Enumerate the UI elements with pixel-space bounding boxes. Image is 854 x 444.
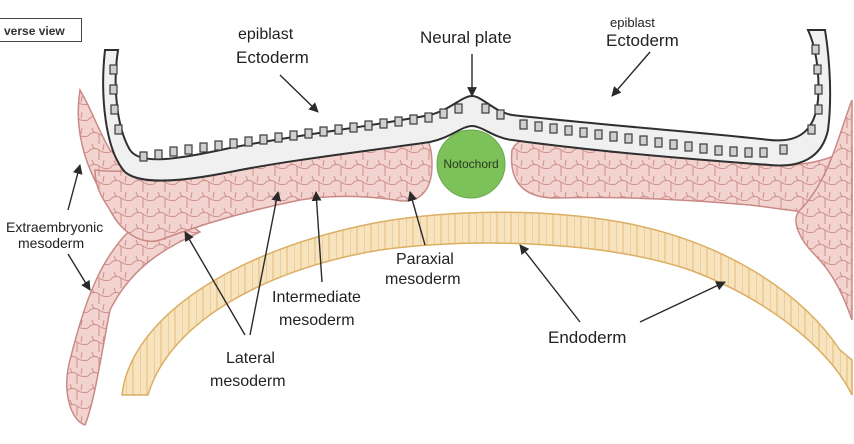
label-lateral-line2: mesoderm bbox=[210, 373, 286, 390]
label-paraxial-line2: mesoderm bbox=[385, 271, 461, 288]
notochord-label: Notochord bbox=[443, 157, 498, 171]
label-lateral-line1: Lateral bbox=[226, 350, 275, 367]
view-tab[interactable]: verse view bbox=[0, 18, 82, 42]
label-epiblast-right: epiblast bbox=[610, 15, 655, 30]
notochord bbox=[436, 129, 506, 199]
label-intermediate-line1: Intermediate bbox=[272, 289, 361, 306]
extraembryonic-mesoderm-right bbox=[795, 99, 853, 321]
label-endoderm: Endoderm bbox=[548, 328, 627, 347]
arrow-intermediate bbox=[311, 191, 323, 283]
arrow-endoderm-2 bbox=[639, 281, 726, 323]
endoderm-layer bbox=[121, 211, 853, 396]
arrow-paraxial bbox=[407, 191, 426, 246]
arrow-extraembryonic-up bbox=[67, 164, 83, 211]
label-epiblast-left: epiblast bbox=[238, 26, 294, 43]
label-ectoderm-right: Ectoderm bbox=[606, 31, 679, 50]
label-ectoderm-left: Ectoderm bbox=[236, 48, 309, 67]
ectoderm-cells bbox=[109, 44, 823, 162]
arrow-ectoderm-left bbox=[279, 74, 319, 113]
label-extraembryonic-line2: mesoderm bbox=[18, 235, 85, 251]
pointer-arrows bbox=[67, 51, 726, 336]
arrow-lateral-2 bbox=[249, 191, 282, 336]
label-intermediate-line2: mesoderm bbox=[279, 312, 355, 329]
arrow-extraembryonic-down bbox=[67, 253, 91, 291]
arrow-ectoderm-right bbox=[611, 51, 651, 97]
label-paraxial-line1: Paraxial bbox=[396, 251, 454, 268]
arrow-endoderm-1 bbox=[519, 244, 581, 323]
arrow-lateral-1 bbox=[184, 231, 246, 336]
label-neural-plate: Neural plate bbox=[420, 28, 512, 47]
label-extraembryonic-line1: Extraembryonic bbox=[6, 219, 104, 235]
